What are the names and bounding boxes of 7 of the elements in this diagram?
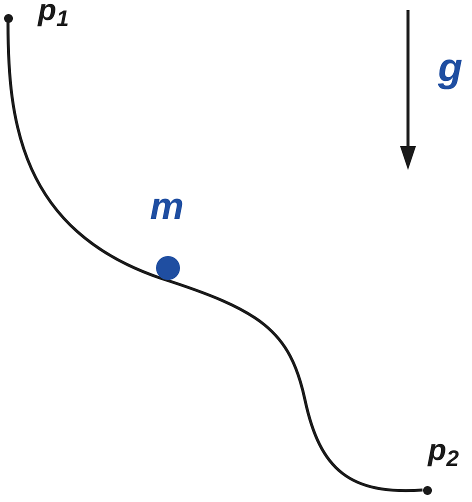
end-point [422, 486, 432, 494]
point-label: p$_{1}$ [38, 0, 69, 26]
point-label: p$_{2}$ [428, 436, 459, 466]
curve-track [6, 22, 423, 492]
point-label: m [150, 188, 184, 226]
end-point [4, 14, 12, 22]
gravity-label: g [438, 48, 462, 88]
